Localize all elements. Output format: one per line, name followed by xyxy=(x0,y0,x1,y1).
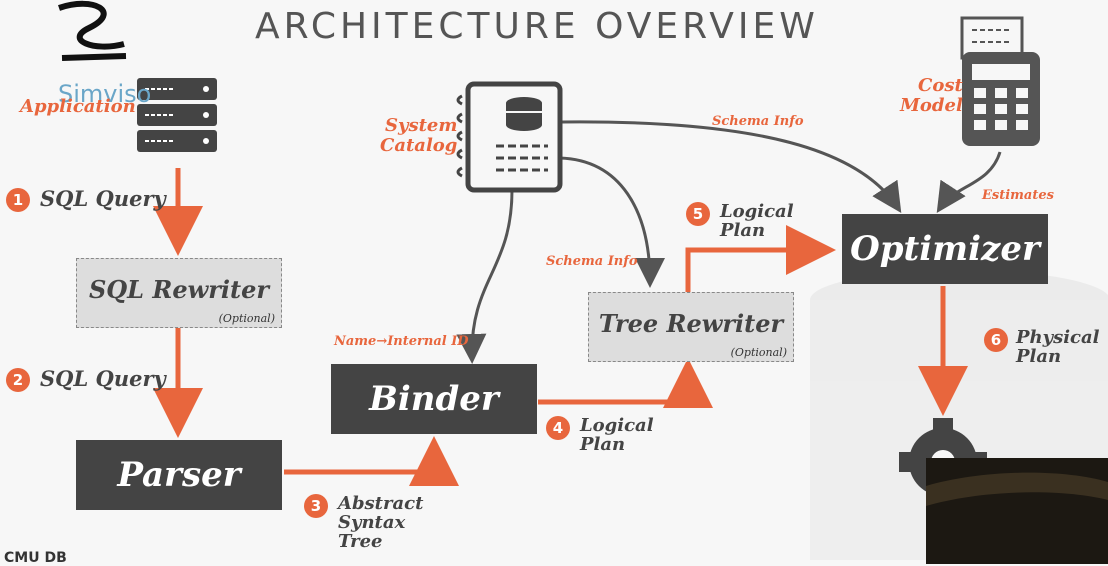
step-label-5: Logical Plan xyxy=(720,201,794,241)
edge-label-estimates: Estimates xyxy=(982,188,1054,203)
step-label-2: SQL Query xyxy=(40,366,166,391)
cost-model-label: Cost Model xyxy=(900,75,963,116)
step-label-3: Abstract Syntax Tree xyxy=(338,493,424,552)
flow-arrows xyxy=(153,168,968,486)
page-title: ARCHITECTURE OVERVIEW xyxy=(255,6,819,47)
simviso-logo-mark xyxy=(44,0,134,74)
tree-rewriter-box[interactable]: Tree Rewriter (Optional) xyxy=(588,292,794,362)
sql-rewriter-box[interactable]: SQL Rewriter (Optional) xyxy=(76,258,282,328)
step-label-1: SQL Query xyxy=(40,186,166,211)
application-label: Application xyxy=(20,96,136,117)
step-badge-1: 1 xyxy=(6,188,30,212)
step-label-4: Logical Plan xyxy=(580,415,654,455)
step-label-6: Physical Plan xyxy=(1016,327,1100,367)
step-badge-5: 5 xyxy=(686,202,710,226)
step-badge-3: 3 xyxy=(304,494,328,518)
edge-label-schema-info-top: Schema Info xyxy=(712,114,804,129)
parser-box[interactable]: Parser xyxy=(76,440,282,510)
catalog-notebook-icon xyxy=(456,81,563,193)
sql-rewriter-optional: (Optional) xyxy=(218,312,275,325)
step-badge-4: 4 xyxy=(546,416,570,440)
info-arrows xyxy=(456,120,1002,364)
server-icon xyxy=(137,78,217,152)
binder-box[interactable]: Binder xyxy=(331,364,537,434)
step-badge-2: 2 xyxy=(6,368,30,392)
webcam-overlay xyxy=(926,458,1108,564)
tree-rewriter-label: Tree Rewriter xyxy=(598,309,784,338)
cmu-db-footer-logo: CMU DB xyxy=(4,550,67,566)
tree-rewriter-optional: (Optional) xyxy=(730,346,787,359)
optimizer-box[interactable]: Optimizer xyxy=(842,214,1048,284)
edge-label-name-internal-id: Name→Internal ID xyxy=(334,334,469,349)
simviso-logo-text: Simviso xyxy=(58,80,152,108)
system-catalog-label: System Catalog xyxy=(380,115,458,156)
sql-rewriter-label: SQL Rewriter xyxy=(88,275,270,304)
calculator-icon xyxy=(960,16,1040,146)
edge-label-schema-info-mid: Schema Info xyxy=(546,254,638,269)
step-badge-6: 6 xyxy=(984,328,1008,352)
